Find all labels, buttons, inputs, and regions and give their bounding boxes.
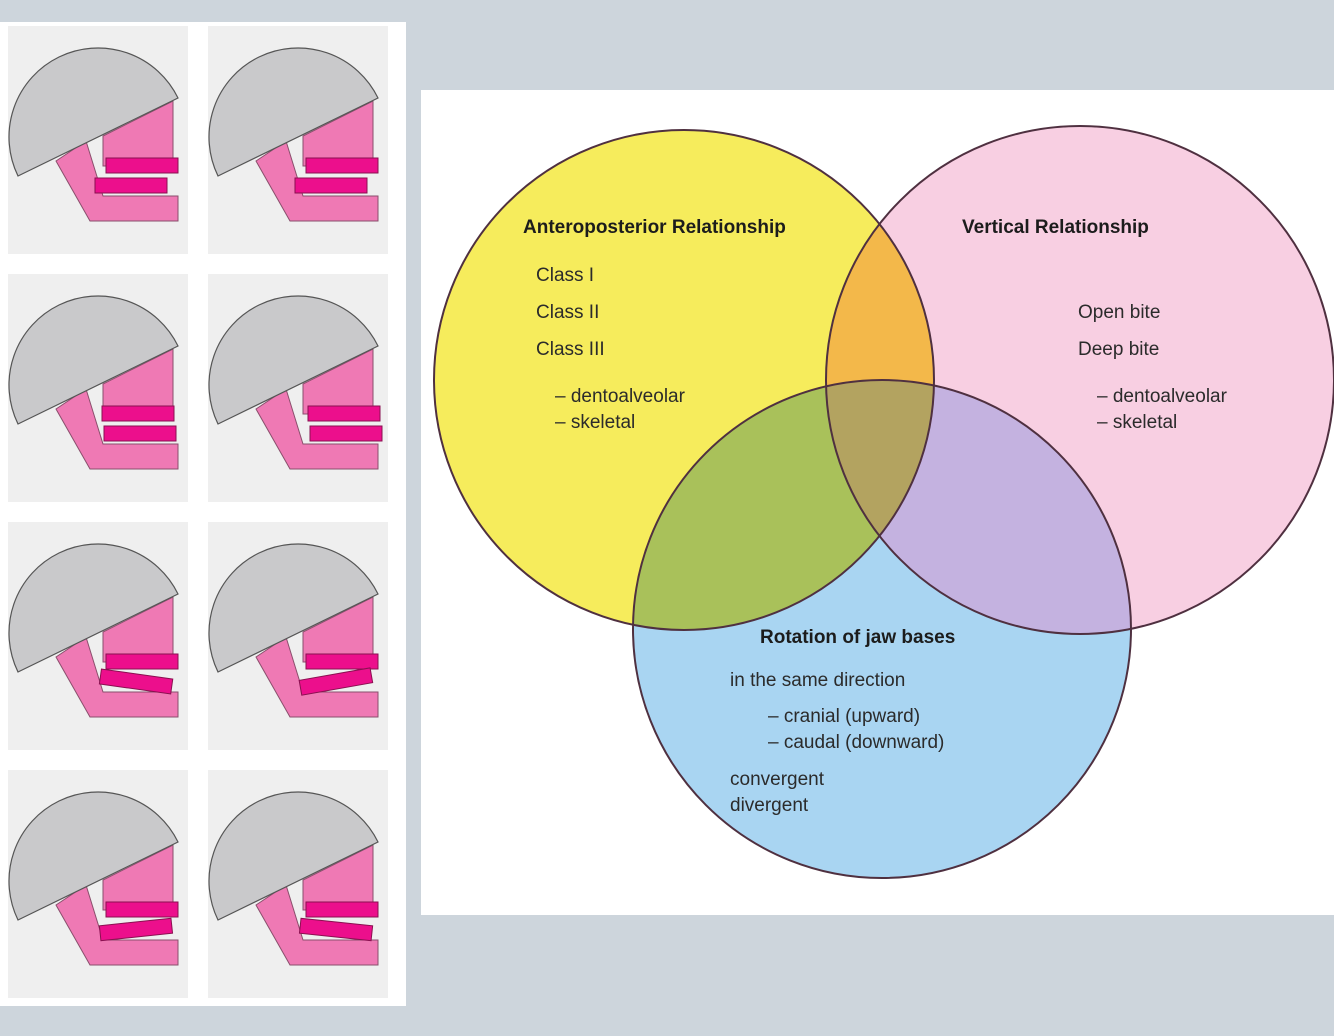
upper-teeth-bar	[305, 653, 379, 670]
lower-teeth-bar	[294, 177, 368, 194]
rotation-same-direction: in the same direction	[730, 670, 906, 691]
skull-diagram-grid	[8, 26, 388, 998]
cranium-shape	[208, 295, 379, 425]
cranium-shape	[8, 47, 179, 177]
skull-tile	[208, 770, 388, 998]
vertical-outline	[825, 125, 1334, 635]
lower-teeth-bar	[94, 177, 168, 194]
cranium-shape	[8, 295, 179, 425]
lower-teeth-bar	[298, 667, 374, 696]
vertical-item-open-bite: Open bite	[1078, 302, 1161, 323]
venn-diagram	[433, 125, 1334, 879]
vertical-title: Vertical Relationship	[962, 217, 1149, 238]
ap-sub-dentoalveolar: – dentoalveolar	[555, 386, 685, 407]
ap-item-class-2: Class II	[536, 302, 600, 323]
vertical-sub-skeletal: – skeletal	[1097, 412, 1178, 433]
anteroposterior-outline	[433, 129, 935, 631]
lower-teeth-bar	[98, 917, 174, 942]
lower-teeth-bar	[298, 917, 374, 942]
rotation-item-convergent: convergent	[730, 769, 825, 790]
skull-diagram-panel	[0, 22, 406, 1006]
lower-teeth-bar	[103, 425, 177, 442]
skull-tile	[208, 26, 388, 254]
skull-tile	[208, 274, 388, 502]
ap-item-class-3: Class III	[536, 339, 605, 360]
upper-teeth-bar	[307, 405, 381, 422]
ap-sub-skeletal: – skeletal	[555, 412, 636, 433]
skull-tile	[8, 26, 188, 254]
rotation-sub-cranial: – cranial (upward)	[768, 706, 921, 727]
rotation-item-divergent: divergent	[730, 795, 809, 816]
cranium-shape	[208, 543, 379, 673]
upper-teeth-bar	[105, 157, 179, 174]
upper-teeth-bar	[305, 157, 379, 174]
anteroposterior-title: Anteroposterior Relationship	[523, 217, 786, 238]
venn-diagram-card: Anteroposterior Relationship Class I Cla…	[421, 90, 1334, 915]
lower-teeth-bar	[309, 425, 383, 442]
vertical-sub-dentoalveolar: – dentoalveolar	[1097, 386, 1227, 407]
vertical-item-deep-bite: Deep bite	[1078, 339, 1160, 360]
skull-tile	[208, 522, 388, 750]
upper-teeth-bar	[101, 405, 175, 422]
skull-tile	[8, 770, 188, 998]
rotation-outline	[632, 379, 1132, 879]
cranium-shape	[8, 543, 179, 673]
cranium-shape	[208, 791, 379, 921]
lower-teeth-bar	[98, 668, 174, 695]
cranium-shape	[208, 47, 379, 177]
cranium-shape	[8, 791, 179, 921]
upper-teeth-bar	[305, 901, 379, 918]
upper-teeth-bar	[105, 653, 179, 670]
upper-teeth-bar	[105, 901, 179, 918]
ap-item-class-1: Class I	[536, 265, 595, 286]
rotation-title: Rotation of jaw bases	[760, 627, 956, 648]
rotation-sub-caudal: – caudal (downward)	[768, 732, 945, 753]
skull-tile	[8, 522, 188, 750]
skull-tile	[8, 274, 188, 502]
